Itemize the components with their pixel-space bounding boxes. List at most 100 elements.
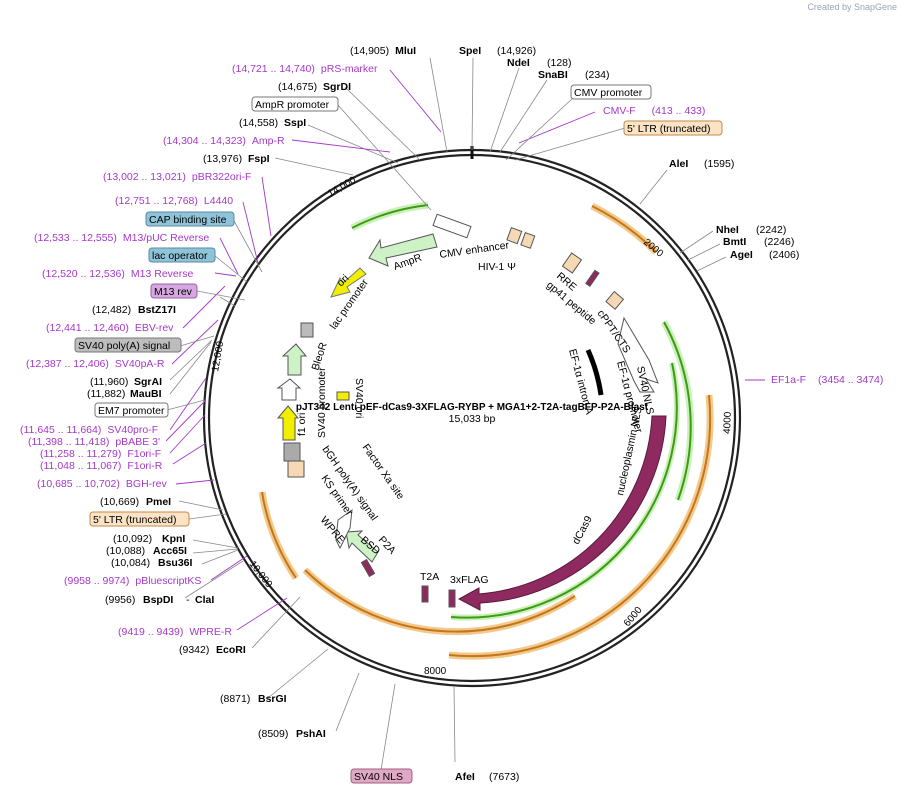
enzyme-maubi-pos: (11,882) [87,388,125,400]
enzyme-bstz17i: BstZ17I [138,304,176,316]
enzyme-bspdi-pos: (9956) [105,594,135,606]
label-sv40-polya: SV40 poly(A) signal [78,340,170,352]
enzyme-afei: AfeI [455,771,475,783]
enzyme-ndei: NdeI [507,57,530,69]
feature-bleor: BleoR [309,341,329,372]
enzyme-snabi: SnaBI [538,69,568,81]
green-arc-top-line [351,204,429,229]
enzyme-ndei-pos: (128) [547,57,572,69]
ef1a-intron-bar [585,348,604,396]
feature-t2a: T2A [420,571,439,583]
plasmid-name: pJT342 Lenti pEF-dCas9-3XFLAG-RYBP + MGA… [296,402,649,413]
enzyme-sspi-pos: (14,558) [239,117,278,129]
enzyme-acc65i: Acc65I [153,545,187,557]
primer-f1ori-f: (11,258 .. 11,279)F1ori-F [40,448,161,460]
enzyme-pmei-pos: (10,669) [100,496,139,508]
boxed-labels: CMV promoter 5' LTR (truncated) AmpR pro… [74,84,723,784]
enzyme-clai-dash: - [186,594,190,606]
label-5ltr-bottom: 5' LTR (truncated) [93,514,177,526]
label-cap-binding-site: CAP binding site [149,214,227,226]
enzyme-agei-pos: (2406) [769,249,799,261]
dcas9-arrow [457,415,667,611]
feature-sv40-ori: SV40 ori [353,378,365,418]
enzyme-fspi-pos: (13,976) [203,153,242,165]
primer-f1ori-r: (11,048 .. 11,067)F1ori-R [40,460,163,472]
tick-4000: 4000 [722,411,734,434]
enzyme-maubi: MauBI [130,388,162,400]
primer-cmv-f: CMV-F(413 .. 433) [603,105,705,117]
snapgene-credit: Created by SnapGene [807,2,897,12]
feature-dcas9: dCas9 [570,514,595,547]
enzyme-acc65i-pos: (10,088) [106,545,145,557]
feature-hiv-psi: HIV-1 Ψ [478,261,516,273]
cmv-enhancer-arrow [432,213,472,239]
label-5ltr-top: 5' LTR (truncated) [627,123,711,135]
enzyme-bstz17i-pos: (12,482) [92,304,131,316]
primer-amp-r: (14,304 .. 14,323)Amp-R [163,135,285,147]
enzyme-sgrai: SgrAI [134,376,162,388]
leader-lines [169,57,727,763]
enzyme-nhei-pos: (2242) [756,224,786,236]
enzyme-bmti: BmtI [723,236,746,248]
enzyme-bsrgi-pos: (8871) [220,693,250,705]
enzyme-kpni-pos: (10,092) [113,533,152,545]
rre-box [561,252,583,274]
enzyme-pshai: PshAI [296,728,326,740]
enzyme-bmti-pos: (2246) [764,236,794,248]
label-lac-operator: lac operator [152,250,208,262]
primer-ebv-rev: (12,441 .. 12,460)EBV-rev [46,322,174,334]
enzymes-left: (14,675) SgrDI (14,558) SspI (13,976) Fs… [87,81,351,740]
enzyme-ecori: EcoRI [216,644,246,656]
box-leader-lines [166,97,626,771]
label-cmv-promoter: CMV promoter [574,87,643,99]
ltr-arc-west-line [261,491,297,579]
primer-leader-lines [165,69,765,631]
label-m13-rev: M13 rev [154,286,193,298]
green-arc-inner-line [450,362,678,619]
enzyme-alei: AleI [669,158,688,170]
plasmid-length: 15,033 bp [449,413,496,425]
sv40-ori-box [336,391,350,401]
tick-8000: 8000 [424,666,447,677]
enzyme-pshai-pos: (8509) [258,728,288,740]
primer-pbabe-3: (11,398 .. 11,418)pBABE 3' [28,436,160,448]
ltr-arc-east-line [448,394,712,658]
enzyme-mlui: (14,905)MluI [350,45,416,57]
enzyme-clai: ClaI [195,594,214,606]
ef1a-promoter-arrow [617,316,659,393]
primer-pbluescriptks: (9958 .. 9974)pBluescriptKS [64,575,201,587]
gray-feature-box [283,442,301,462]
ltr-arc-right-line [591,205,657,253]
primer-bgh-rev: (10,685 .. 10,702)BGH-rev [37,478,167,490]
enzyme-bsrgi: BsrGI [258,693,287,705]
bleor-arrow [281,343,308,376]
feature-factor-xa: Factor Xa site [360,442,407,502]
enzyme-sspi: SspI [284,117,306,129]
tick-12000: 12,000 [210,340,226,372]
label-ampr-promoter: AmpR promoter [255,99,330,111]
primer-prs-marker: (14,721 .. 14,740)pRS-marker [232,63,378,75]
enzyme-spei: SpeI [459,45,481,57]
enzymes-right: (14,905)MluI SpeI (14,926) NdeI (128) Sn… [350,45,799,783]
enzyme-nhei: NheI [716,224,739,236]
feature-f1-ori: f1 ori [296,413,308,436]
hiv-psi-box2 [520,232,536,249]
primer-l4440: (12,751 .. 12,768)L4440 [115,195,233,207]
primers: (14,721 .. 14,740)pRS-marker (14,304 .. … [20,63,883,638]
f1-ori-arrow [276,405,300,441]
tick-2000: 2000 [641,237,665,260]
feature-3xflag: 3xFLAG [450,574,489,586]
label-em7-promoter: EM7 promoter [98,405,165,417]
ori-arrow [330,267,367,298]
green-arc-top [350,201,429,232]
primer-pbr322ori-f: (13,002 .. 13,021)pBR322ori-F [103,171,251,183]
green-arc-right-line [663,321,692,501]
enzyme-pmei: PmeI [146,496,171,508]
hiv-psi-box1 [506,227,523,245]
enzyme-agei: AgeI [730,249,753,261]
enzyme-spei-pos: (14,926) [497,45,536,57]
enzyme-sgrdi-pos: (14,675) [278,81,317,93]
enzyme-afei-pos: (7673) [489,771,519,783]
ltr-feature-box [287,460,305,478]
